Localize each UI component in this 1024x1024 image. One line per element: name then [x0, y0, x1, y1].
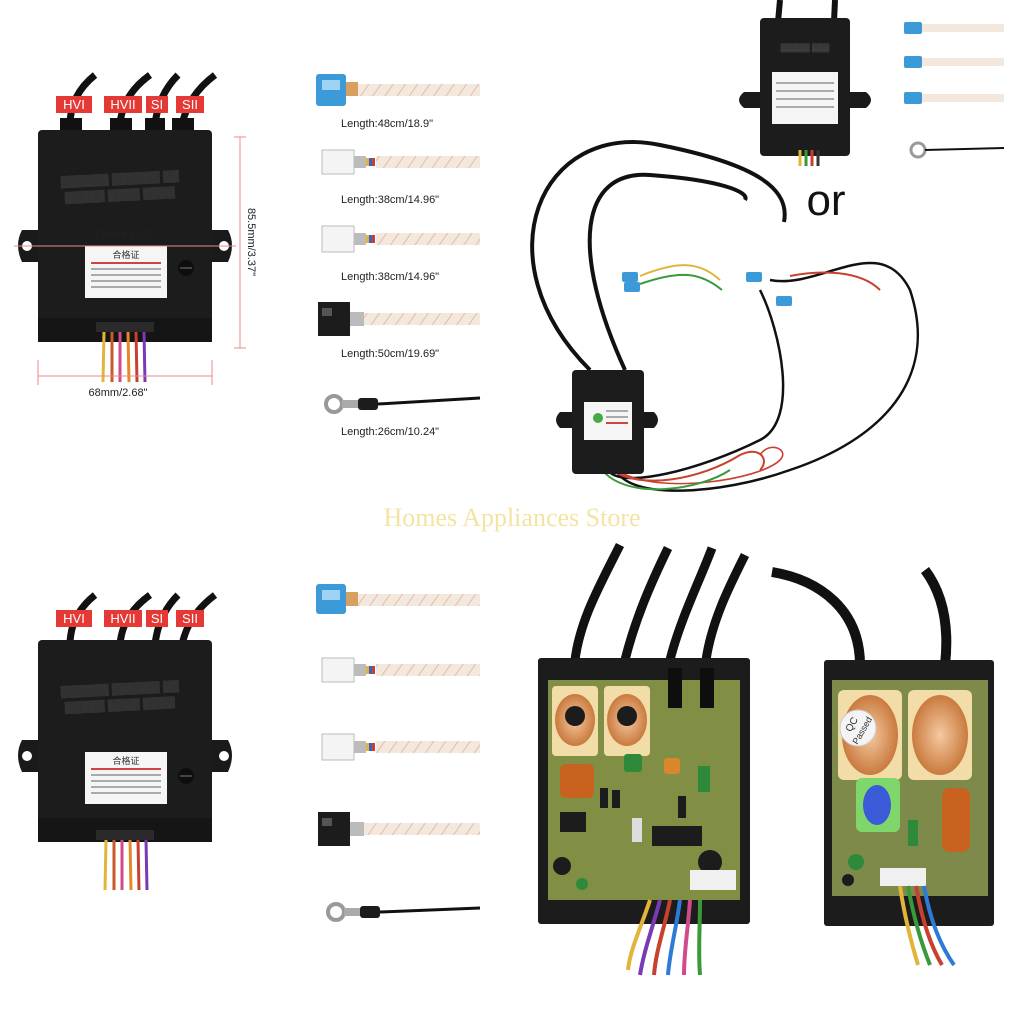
wire-ring-terminal: Length:26cm/10.24"	[324, 394, 481, 438]
wire-length-1: Length:48cm/18.9"	[341, 118, 433, 130]
igniter-middle	[530, 140, 920, 492]
open-pcb-two-output: QC Passed	[771, 567, 994, 967]
wire-white-plug-1: Length:38cm/14.96"	[321, 149, 480, 206]
or-label: or	[806, 176, 845, 225]
dim-inner-width: 77mm/3.03"	[94, 229, 153, 241]
dim-height: 85.5mm/3.37"	[245, 208, 257, 276]
open-pcb-four-output	[538, 542, 750, 976]
cert-label-bottom: 合格证	[112, 755, 139, 766]
label-sii: SII	[182, 97, 198, 112]
wire-length-3: Length:38cm/14.96"	[341, 271, 439, 283]
small-wires-right	[904, 22, 1005, 159]
label-hvii-bottom: HVII	[110, 611, 135, 626]
wire-harness-bottom	[316, 584, 481, 922]
igniter-top-right: ▓▓▓▓▓ ▓▓▓	[739, 0, 871, 166]
wire-length-5: Length:26cm/10.24"	[341, 426, 439, 438]
label-hvii-bg	[104, 96, 142, 113]
watermark: Homes Appliances Store	[383, 503, 640, 532]
label-hvii: HVII	[110, 97, 135, 112]
label-sii-bottom: SII	[182, 611, 198, 626]
label-hvi: HVI	[63, 97, 85, 112]
cert-label: 合格证	[112, 249, 139, 260]
label-si-bottom: SI	[151, 611, 163, 626]
dim-width: 68mm/2.68"	[89, 387, 148, 399]
igniter-bottom-left: HVI HVII SI SII ▓▓▓▓▓▓ ▓▓▓▓▓▓ ▓▓ ▓▓▓▓▓ ▓…	[18, 592, 232, 891]
label-sii-bg	[176, 96, 204, 113]
wire-white-plug-2: Length:38cm/14.96"	[321, 225, 480, 283]
label-hvi-bg	[56, 96, 92, 113]
svg-text:▓▓▓▓▓ ▓▓▓: ▓▓▓▓▓ ▓▓▓	[781, 43, 830, 53]
wire-length-4: Length:50cm/19.69"	[341, 348, 439, 360]
wire-blue-spade: Length:48cm/18.9"	[316, 74, 480, 130]
label-si-bg	[146, 96, 168, 113]
wire-harness-top: Length:48cm/18.9" Length:38cm/14.96" Len…	[316, 74, 481, 438]
igniter-body	[38, 130, 212, 340]
igniter-top-left: HVI HVII SI SII ▓▓▓▓▓▓ ▓▓▓▓▓▓ ▓▓ ▓▓▓▓▓ ▓…	[14, 72, 257, 399]
label-hvi-bottom: HVI	[63, 611, 85, 626]
wire-black-plug: Length:50cm/19.69"	[318, 302, 480, 360]
wire-length-2: Length:38cm/14.96"	[341, 194, 439, 206]
label-si: SI	[151, 97, 163, 112]
